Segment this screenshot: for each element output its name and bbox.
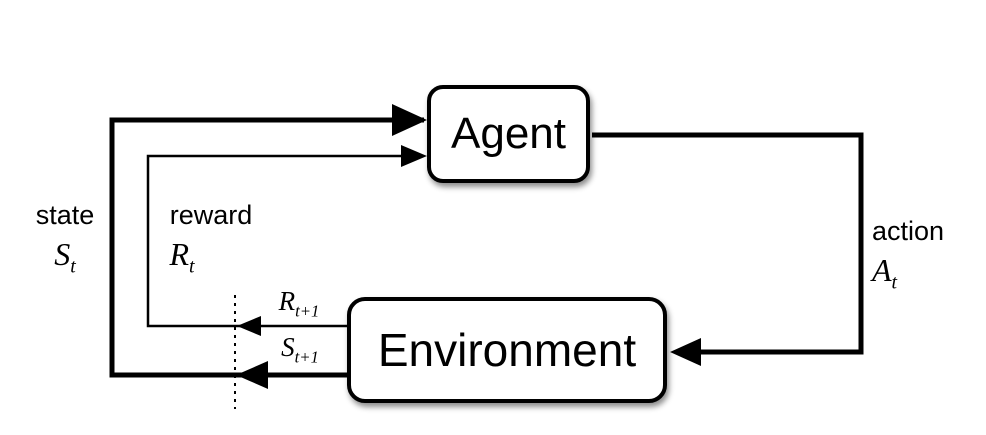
reward-arrowhead-into-agent bbox=[401, 145, 427, 167]
agent-node: Agent bbox=[427, 85, 590, 183]
next-reward-symbol-label: Rt+1 bbox=[278, 286, 320, 321]
next-reward-arrowhead-at-boundary bbox=[237, 316, 261, 336]
state-symbol-label: St bbox=[54, 236, 76, 278]
next-state-arrowhead-at-boundary bbox=[236, 361, 268, 389]
reward-symbol-label: Rt bbox=[169, 236, 195, 278]
action-symbol-label: At bbox=[872, 252, 898, 294]
state-arrowhead-into-agent bbox=[392, 104, 427, 136]
action-word-label: action bbox=[872, 216, 945, 246]
action-arrowhead-into-environment bbox=[670, 338, 701, 366]
agent-node-label: Agent bbox=[451, 109, 566, 158]
state-loop-line bbox=[109, 117, 424, 378]
environment-node-label: Environment bbox=[377, 324, 637, 376]
next-state-symbol-label: St+1 bbox=[281, 332, 319, 367]
state-word-label: state bbox=[35, 200, 95, 230]
environment-node: Environment bbox=[347, 297, 667, 403]
action-line bbox=[592, 132, 864, 355]
reward-word-label: reward bbox=[169, 200, 253, 230]
